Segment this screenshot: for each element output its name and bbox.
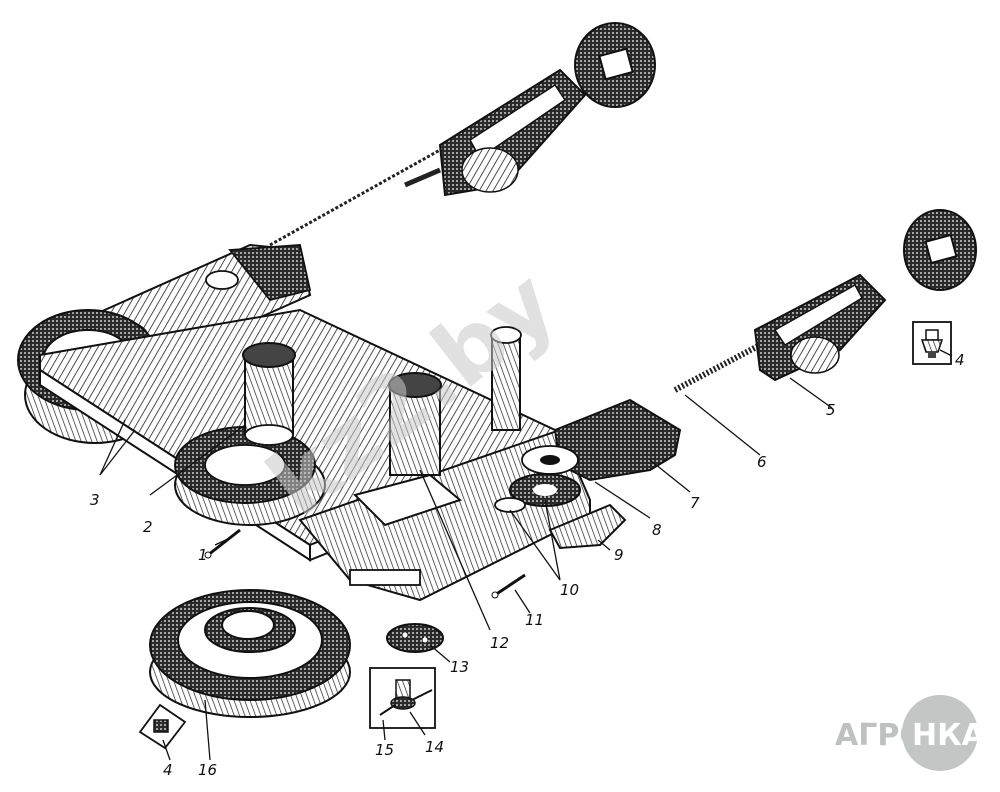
small-pin bbox=[490, 326, 522, 431]
logo-text-right: НКА bbox=[912, 718, 986, 753]
bracket-7 bbox=[521, 398, 682, 482]
callout-4-right: 4 bbox=[955, 351, 965, 369]
cotter-pin-11 bbox=[491, 573, 526, 599]
upper-wrench-handle bbox=[438, 22, 656, 197]
right-cable-6 bbox=[673, 342, 762, 393]
callout-3: 3 bbox=[90, 491, 100, 509]
callout-2: 2 bbox=[143, 518, 153, 536]
pulley-16 bbox=[149, 589, 351, 718]
callout-8: 8 bbox=[652, 521, 662, 539]
upper-cable bbox=[269, 148, 441, 247]
callout-9: 9 bbox=[614, 546, 624, 564]
callout-16: 16 bbox=[198, 761, 217, 779]
leader-lines bbox=[99, 349, 953, 761]
cover-13 bbox=[386, 623, 444, 653]
callout-10: 10 bbox=[560, 581, 579, 599]
grease-fitting-4-right bbox=[912, 321, 952, 365]
callout-13: 13 bbox=[450, 658, 469, 676]
callout-15: 15 bbox=[375, 741, 394, 759]
pin-2 bbox=[242, 342, 296, 446]
cap-9 bbox=[548, 503, 627, 550]
cotter-pin-1 bbox=[204, 528, 241, 559]
callout-1: 1 bbox=[198, 546, 208, 564]
callout-6: 6 bbox=[757, 453, 767, 471]
washer-8 bbox=[509, 473, 581, 507]
pin-12 bbox=[353, 372, 463, 527]
middle-pulleys bbox=[174, 426, 326, 526]
callout-11: 11 bbox=[525, 611, 544, 629]
grease-fitting-4-left bbox=[138, 703, 187, 750]
callout-12: 12 bbox=[490, 634, 509, 652]
callout-5: 5 bbox=[826, 401, 836, 419]
callout-7: 7 bbox=[690, 494, 700, 512]
callout-4-left: 4 bbox=[163, 761, 173, 779]
callout-14: 14 bbox=[425, 738, 444, 756]
logo-circle bbox=[902, 695, 978, 771]
lower-plate bbox=[298, 428, 591, 602]
fitting-14-15 bbox=[369, 667, 436, 729]
agronka-logo: АГРО НКА bbox=[835, 695, 986, 771]
right-wrench-handle-5 bbox=[753, 209, 977, 382]
washers-10 bbox=[494, 497, 526, 513]
